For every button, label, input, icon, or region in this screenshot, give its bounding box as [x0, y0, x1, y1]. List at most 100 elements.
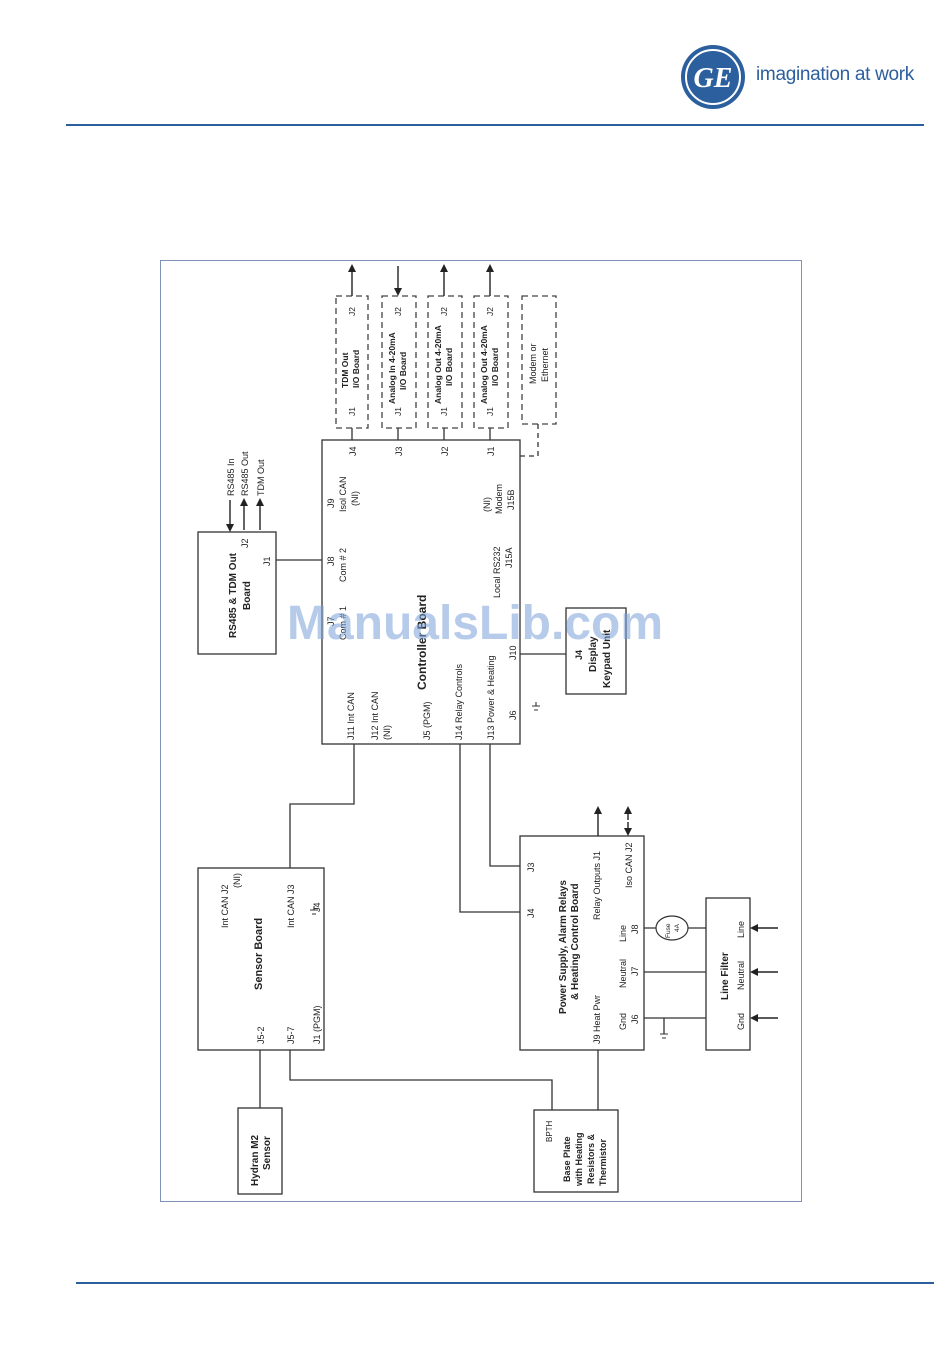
line-filter [705, 897, 751, 1051]
base-line3: Resistors & [586, 1133, 596, 1184]
io2-line2: I/O Board [398, 352, 408, 390]
label-j12a: J12 Int CAN [370, 691, 380, 740]
ground-icon [660, 1033, 668, 1039]
sensor-j52: J5-2 [256, 1026, 266, 1044]
label-com2: Com # 2 [338, 548, 348, 582]
power-title-2: & Heating Control Board [570, 883, 581, 1000]
io1-j2: J2 [347, 307, 357, 316]
filter-neutral: Neutral [736, 961, 746, 990]
wire-gnd [644, 1017, 706, 1034]
power-title-1: Power Supply, Alarm Relays [558, 880, 569, 1014]
io1-line1: TDM Out [340, 352, 350, 388]
label-j15a: J15A [504, 547, 514, 568]
label-j4: J4 [348, 446, 358, 456]
tdm-sig-out: TDM Out [256, 459, 266, 496]
ground-icon [310, 906, 318, 915]
rs485-sig-in: RS485 In [226, 458, 236, 496]
hydran-line2: Sensor [262, 1136, 273, 1170]
label-com1: Com # 1 [338, 606, 348, 640]
label-j14: J14 Relay Controls [454, 663, 464, 740]
power-line: Line [618, 925, 628, 942]
label-j11: J11 Int CAN [346, 692, 356, 740]
hydran-labels: Hydran M2 Sensor [250, 1134, 273, 1186]
io4-j2: J2 [485, 307, 495, 316]
filter-line: Line [736, 921, 746, 938]
wire-sensor-baseplate [289, 1050, 553, 1110]
io3-line2: I/O Board [444, 348, 454, 386]
label-j13: J13 Power & Heating [486, 655, 496, 740]
fuse-text-1: Fuse [665, 923, 672, 938]
io4-j1: J1 [485, 407, 495, 416]
io-board-analog-out-1 [427, 295, 463, 429]
power-supply-board [519, 835, 645, 1051]
power-relay-outputs: Relay Outputs J1 [592, 851, 602, 920]
footer-rule [76, 1282, 934, 1284]
power-j3: J3 [526, 862, 536, 872]
hydran-line1: Hydran M2 [250, 1134, 261, 1186]
power-heat-pwr: J9 Heat Pwr [592, 995, 602, 1044]
label-j12b: (NI) [382, 725, 392, 740]
rs485-j1: J1 [262, 556, 272, 566]
sensor-j1: J1 (PGM) [312, 1005, 322, 1044]
controller-title: Controller Board [415, 595, 429, 690]
display-line1: Display [588, 636, 599, 672]
wire-power-heating [489, 744, 520, 867]
rs485-title-2: Board [242, 581, 253, 610]
io4-line2: I/O Board [490, 348, 500, 386]
filter-gnd: Gnd [736, 1013, 746, 1030]
label-j2: J2 [440, 446, 450, 456]
logo-text: GE [694, 63, 733, 94]
io1-j1: J1 [347, 407, 357, 416]
label-local232: Local RS232 [492, 546, 502, 598]
base-line2: with Heating [574, 1133, 584, 1188]
io2-j2: J2 [393, 307, 403, 316]
fuse-icon [655, 915, 689, 941]
modem-line2: Ethernet [540, 347, 550, 382]
rs485-title-1: RS485 & TDM Out [228, 552, 239, 638]
display-j4: J4 [574, 650, 584, 660]
power-j7: J7 [630, 966, 640, 976]
label-j1: J1 [486, 446, 496, 456]
io3-line1: Analog Out 4-20mA [433, 325, 443, 404]
base-line1: Base Plate [562, 1136, 572, 1182]
ge-logo: GE [681, 45, 745, 109]
label-j9: J9 [326, 498, 336, 508]
power-j8: J8 [630, 924, 640, 934]
power-neutral: Neutral [618, 959, 628, 988]
label-j15b: J15B [506, 489, 516, 510]
rs485-j2: J2 [240, 538, 250, 548]
power-j4: J4 [526, 908, 536, 918]
label-isocan: Isol CAN [338, 476, 348, 512]
sensor-board-labels: Sensor Board Int CAN J2 (NI) Int CAN J3 … [220, 873, 322, 1044]
io4-line1: Analog Out 4-20mA [479, 325, 489, 404]
io3-j2: J2 [439, 307, 449, 316]
wire-relay-controls [459, 744, 520, 913]
rs485-sig-out: RS485 Out [240, 451, 250, 496]
io-board-labels: TDM Out I/O Board J1 J2 Analog In 4-20mA… [340, 307, 550, 416]
power-j6: J6 [630, 1014, 640, 1024]
label-j8: J8 [326, 556, 336, 566]
io-board-analog-in [381, 295, 417, 429]
label-j6: J6 [508, 710, 518, 720]
sensor-board [197, 867, 325, 1051]
label-ni-modem: (NI) [482, 497, 492, 512]
diagram-frame [160, 260, 802, 1202]
label-j3: J3 [394, 446, 404, 456]
power-board-labels: Power Supply, Alarm Relays & Heating Con… [526, 842, 681, 1044]
display-labels: J4 Display Keypad Unit [574, 629, 613, 688]
filter-title: Line Filter [720, 952, 731, 1000]
base-code: BPTH [545, 1120, 554, 1142]
ground-icon [532, 702, 540, 711]
header-rule [66, 124, 924, 126]
io1-line2: I/O Board [351, 350, 361, 388]
io2-line1: Analog In 4-20mA [387, 332, 397, 404]
sensor-j57: J5-7 [286, 1026, 296, 1044]
sensor-intcan-j3: Int CAN J3 [286, 884, 296, 928]
base-plate [533, 1109, 619, 1193]
label-j7: J7 [326, 616, 336, 626]
sensor-intcan-ni: (NI) [232, 873, 242, 888]
label-j10: J10 [508, 645, 518, 660]
tagline: imagination at work [756, 64, 914, 85]
wire-modem [520, 424, 539, 457]
